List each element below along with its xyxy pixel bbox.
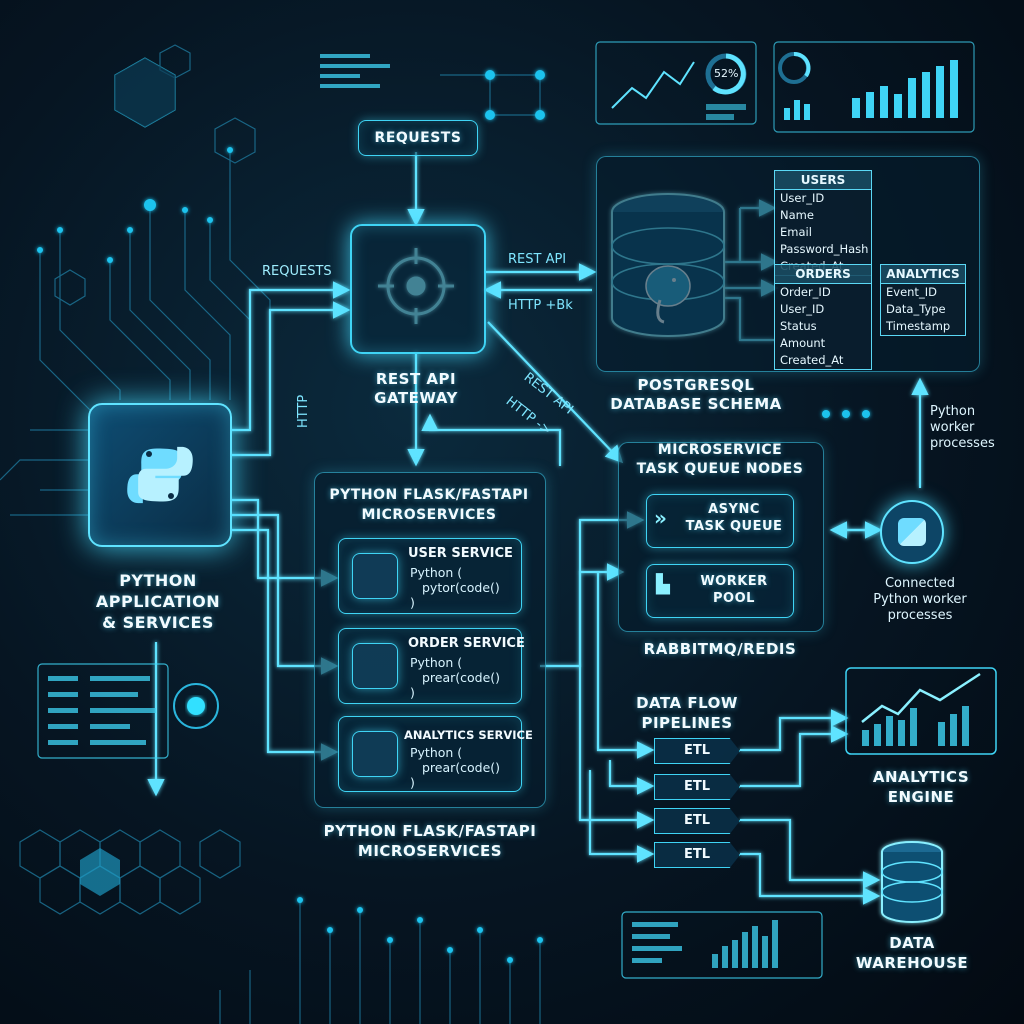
table-row: Status (780, 319, 817, 333)
python-icon (352, 553, 398, 599)
rabbitmq-label: RABBITMQ/REDIS (643, 640, 797, 658)
python-logo-icon (127, 446, 193, 504)
table-row: Password_Hash (780, 242, 869, 256)
analytics-table: ANALYTICS Event_ID Data_Type Timestamp (880, 264, 966, 336)
table-row: Data_Type (886, 302, 946, 316)
orders-table: ORDERS Order_ID User_ID Status Amount Cr… (774, 264, 872, 370)
microservices-title-line1: PYTHON FLASK/FASTAPI (329, 487, 529, 503)
microservices-bottom-line1: PYTHON FLASK/FASTAPI (323, 822, 537, 840)
gateway-label-line1: REST API (375, 370, 457, 388)
order-service-code-2: prear(code() (422, 670, 501, 685)
data-flow-line1: DATA FLOW (636, 694, 738, 712)
python-worker-line1: Python (930, 404, 976, 419)
user-service-title: USER SERVICE (408, 546, 513, 561)
connected-line2: Python worker (873, 592, 967, 607)
order-service-code-3: ) (410, 685, 415, 700)
python-worker-line2: worker (930, 420, 975, 435)
postgres-label-line1: POSTGRESQL (637, 376, 755, 394)
requests-label: REQUESTS (374, 130, 462, 146)
connected-python-node (880, 500, 944, 564)
orders-table-title: ORDERS (775, 265, 871, 284)
gateway-label-line2: GATEWAY (374, 389, 458, 407)
analytics-service-title: ANALYTICS SERVICE (404, 728, 533, 742)
python-logo-icon (898, 518, 926, 546)
etl-stage: ETL (654, 738, 740, 764)
async-task-queue-card (646, 494, 794, 548)
chevron-right-icon: » (654, 506, 667, 530)
etl-stage: ETL (654, 774, 740, 800)
table-row: User_ID (780, 191, 825, 205)
order-service-title: ORDER SERVICE (408, 636, 525, 651)
table-row: User_ID (780, 302, 825, 316)
data-flow-line2: PIPELINES (641, 714, 733, 732)
task-queue-title-line2: TASK QUEUE NODES (636, 461, 804, 477)
analytics-service-code-2: prear(code() (422, 760, 501, 775)
order-service-code-1: Python ( (410, 655, 463, 670)
table-row: Name (780, 208, 814, 222)
http-bk-arrow-label: HTTP +Bk (508, 298, 573, 313)
rest-api-gateway (350, 224, 486, 354)
async-queue-line1: ASYNC (708, 502, 760, 517)
microservices-title-line2: MICROSERVICES (361, 507, 497, 523)
user-service-code-1: Python ( (410, 565, 463, 580)
worker-pool-line1: WORKER (700, 574, 768, 589)
connected-line1: Connected (884, 576, 955, 591)
rest-api-arrow-label: REST API (508, 252, 567, 267)
analytics-engine-line2: ENGINE (887, 788, 955, 806)
worker-pool-line2: POOL (713, 591, 755, 606)
python-icon (352, 731, 398, 777)
connected-line3: processes (887, 608, 953, 623)
postgres-label-line2: DATABASE SCHEMA (610, 395, 782, 413)
worker-pool-icon: ▙ (656, 574, 670, 595)
task-queue-title-line1: MICROSERVICE (657, 442, 783, 458)
analytics-engine-line1: ANALYTICS (872, 768, 970, 786)
python-icon (352, 643, 398, 689)
analytics-service-code-3: ) (410, 775, 415, 790)
python-app-label-line2: APPLICATION (95, 592, 221, 611)
user-service-code-2: pytor(code() (422, 580, 500, 595)
table-row: Order_ID (780, 285, 831, 299)
http-vertical-label: HTTP (296, 394, 311, 428)
analytics-service-code-1: Python ( (410, 745, 463, 760)
python-app-label-line3: & SERVICES (102, 613, 214, 632)
users-table-title: USERS (775, 171, 871, 190)
python-app-label-line1: PYTHON (119, 571, 197, 590)
table-row: Amount (780, 336, 826, 350)
table-row: Created_At (780, 353, 844, 367)
data-warehouse-line1: DATA (889, 934, 935, 952)
data-warehouse-line2: WAREHOUSE (855, 954, 969, 972)
microservices-bottom-line2: MICROSERVICES (357, 842, 503, 860)
etl-stage: ETL (654, 808, 740, 834)
analytics-table-title: ANALYTICS (881, 265, 965, 284)
users-table: USERS User_ID Name Email Password_Hash C… (774, 170, 872, 276)
user-service-code-3: ) (410, 595, 415, 610)
python-application-chip (88, 403, 232, 547)
requests-box: REQUESTS (358, 120, 478, 156)
worker-pool-card (646, 564, 794, 618)
table-row: Event_ID (886, 285, 937, 299)
requests-side-label: REQUESTS (262, 264, 332, 279)
dashboard-percent: 52% (714, 67, 739, 80)
async-queue-line2: TASK QUEUE (685, 519, 783, 534)
etl-stage: ETL (654, 842, 740, 868)
table-row: Timestamp (886, 319, 951, 333)
table-row: Email (780, 225, 812, 239)
python-worker-line3: processes (930, 436, 995, 451)
